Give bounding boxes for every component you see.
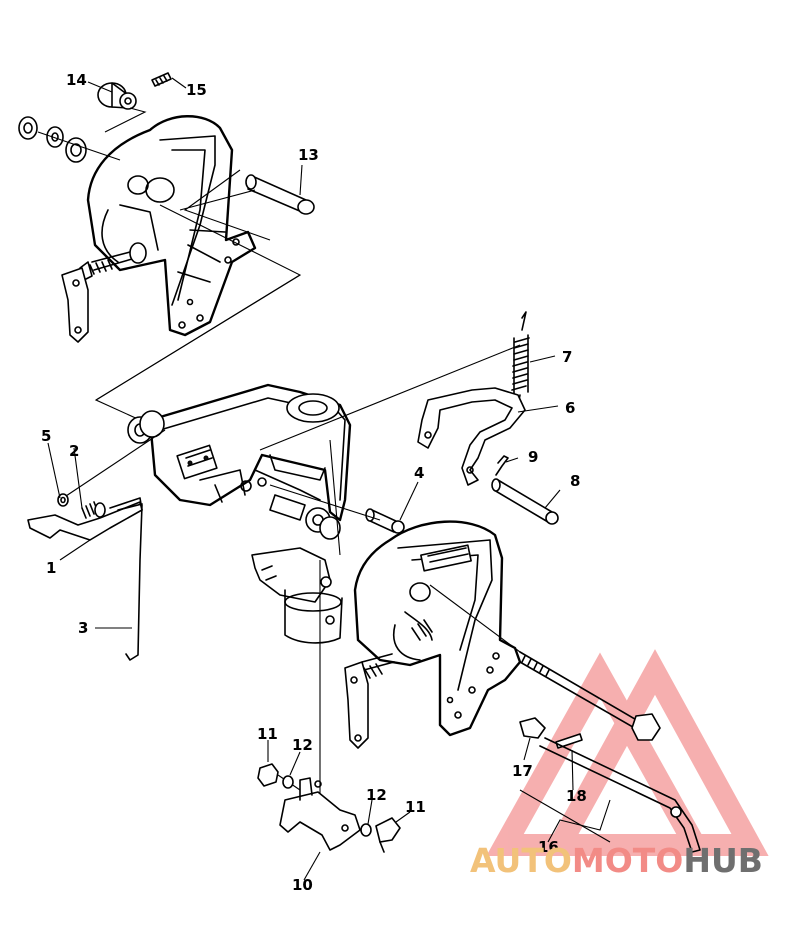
label-part-9: 9: [528, 448, 538, 466]
label-part-16: 16: [538, 838, 559, 856]
part-7-spring: [511, 311, 530, 406]
part-3-rod: [117, 503, 143, 661]
upper-clamp-bracket: [61, 115, 257, 343]
part-6-spring-bracket: [417, 387, 526, 486]
watermark-moto: MOTO: [572, 841, 683, 880]
threaded-rod: [429, 584, 661, 741]
part-4-pin: [365, 508, 405, 534]
label-part-4: 4: [414, 464, 424, 482]
label-part-3: 3: [78, 619, 88, 637]
callout-leaders: [47, 77, 611, 881]
label-part-12-right: 12: [366, 786, 387, 804]
part-16-tilt-lock-rod: [539, 737, 701, 853]
part-18-pin: [555, 733, 583, 749]
label-part-1: 1: [46, 559, 56, 577]
label-part-8: 8: [570, 472, 580, 490]
part-12-washer-right: [360, 823, 372, 837]
part-12-washer-left: [282, 775, 294, 789]
part-14-bushing: [97, 82, 137, 110]
label-part-17: 17: [512, 762, 533, 780]
part-11-bolt-left: [257, 763, 301, 791]
watermark-text: AUTOMOTOHUB: [470, 841, 763, 880]
swivel-bracket: [148, 383, 352, 522]
watermark-hub: HUB: [683, 841, 763, 880]
watermark-logo-triangles: [486, 649, 769, 856]
label-part-11-right: 11: [405, 798, 426, 816]
part-15-roll-pin: [151, 72, 172, 87]
swivel-tube-lower: [251, 547, 343, 644]
part-17-nut: [519, 717, 546, 739]
watermark-wordmark: AUTOMOTOHUB: [470, 841, 763, 880]
label-part-11-left: 11: [257, 725, 278, 743]
swivel-bushings: [127, 410, 341, 540]
part-2-spring: [81, 501, 106, 519]
label-part-2: 2: [69, 442, 79, 460]
label-part-15: 15: [186, 81, 207, 99]
label-part-6: 6: [565, 399, 575, 417]
lower-clamp-bracket: [344, 520, 522, 749]
label-part-18: 18: [566, 787, 587, 805]
watermark-auto: AUTO: [470, 841, 572, 880]
part-9-cotter-pin: [495, 455, 509, 476]
label-part-14: 14: [66, 71, 87, 89]
part-8-pin: [491, 478, 559, 525]
middle-assembly-guide-lines: [59, 274, 521, 810]
part-13-pivot-pin: [245, 174, 315, 215]
upper-washer-stack: [18, 116, 87, 163]
label-part-12-left: 12: [292, 736, 313, 754]
part-number-labels: 14 15 13 7 6 9 8 4 5 2 1 3 11 12 12 11 1…: [41, 71, 587, 894]
label-part-10: 10: [292, 876, 313, 894]
part-1-tilt-lever: [27, 497, 143, 541]
label-part-13: 13: [298, 146, 319, 164]
part-5-clip: [57, 493, 69, 507]
label-part-5: 5: [41, 427, 51, 445]
part-11-bolt-right: [375, 817, 401, 853]
label-part-7: 7: [562, 348, 572, 366]
